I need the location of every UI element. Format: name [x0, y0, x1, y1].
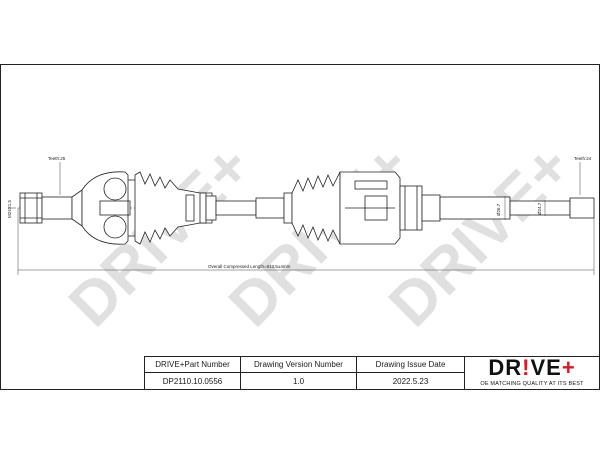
issue-date-header: Drawing Issue Date: [357, 357, 464, 373]
logo-wordmark: DR!VE+: [488, 355, 576, 380]
left-outer-joint: [81, 171, 138, 245]
dimension-labels: Teeth:25 Teeth:24 M24X1.5 Overall Compre…: [7, 156, 592, 269]
dimension-lines: [17, 162, 595, 275]
watermark-right: DRIVE+: [376, 132, 584, 340]
shaft: [215, 197, 285, 219]
part-number-header: DRIVE+Part Number: [145, 357, 240, 373]
version-header: Drawing Version Number: [241, 357, 356, 373]
left-hub: [19, 189, 83, 227]
right-inner-joint: [339, 171, 423, 245]
issue-date-value: 2022.5.23: [392, 377, 429, 386]
right-teeth-label: Teeth:24: [574, 156, 592, 161]
left-thread-label: M24X1.5: [7, 199, 12, 218]
overall-length-label: Overall Compressed Length=813.5±4mm: [208, 264, 291, 269]
diameter-b-label: Ø24.7: [537, 202, 542, 215]
version-cell: Drawing Version Number 1.0: [241, 357, 357, 389]
logo-tagline: OE MATCHING QUALITY AT ITS BEST: [480, 381, 584, 387]
right-stub-axle: [421, 194, 595, 222]
title-block: DRIVE+Part Number DP2110.10.0556 Drawing…: [144, 356, 600, 390]
issue-date-cell: Drawing Issue Date 2022.5.23: [357, 357, 465, 389]
left-teeth-label: Teeth:25: [48, 156, 66, 161]
part-number-cell: DRIVE+Part Number DP2110.10.0556: [145, 357, 241, 389]
version-value: 1.0: [292, 377, 305, 386]
diameter-a-label: Ø26.7: [496, 203, 501, 216]
part-number-value: DP2110.10.0556: [162, 377, 223, 386]
brand-logo: DR!VE+ OE MATCHING QUALITY AT ITS BEST: [464, 356, 600, 390]
